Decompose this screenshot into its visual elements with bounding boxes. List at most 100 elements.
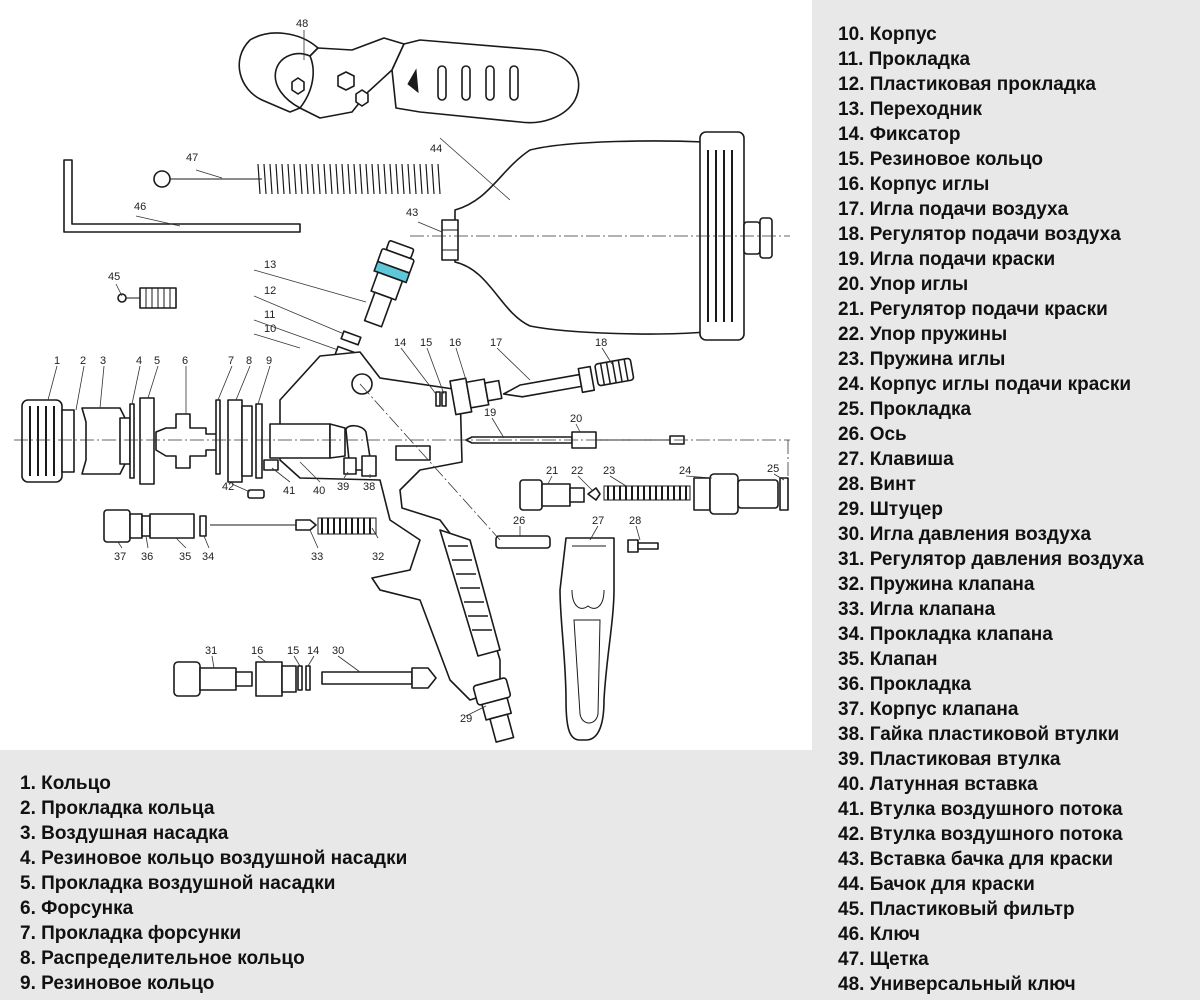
legend-item: 32. Пружина клапана [838, 574, 1035, 595]
callout-10: 10 [264, 323, 276, 335]
part-14b-retainer [305, 665, 311, 691]
callout-45: 45 [108, 271, 120, 283]
callout-17: 17 [490, 337, 502, 349]
part-26-axle [495, 535, 551, 549]
callout-15: 15 [420, 337, 432, 349]
callout-26: 26 [513, 515, 525, 527]
part-41-airflow-sleeve [263, 459, 279, 471]
callout-24: 24 [679, 465, 691, 477]
callout-47: 47 [186, 152, 198, 164]
part-42-airflow-sleeve [247, 489, 265, 499]
callout-29: 29 [460, 713, 472, 725]
legend-item: 19. Игла подачи краски [838, 249, 1056, 270]
legend-item: 5. Прокладка воздушной насадки [20, 873, 336, 894]
legend-item: 6. Форсунка [20, 898, 134, 919]
part-18-air-regulator [594, 357, 635, 387]
legend-item: 13. Переходник [838, 99, 983, 120]
part-8-distribution-ring [227, 399, 253, 483]
part-21-paint-regulator [519, 479, 585, 511]
callout-16: 16 [449, 337, 461, 349]
callout-28: 28 [629, 515, 641, 527]
part-35-valve [149, 513, 195, 539]
legend-item: 12. Пластиковая прокладка [838, 74, 1096, 95]
callout-21: 21 [546, 465, 558, 477]
callout-27: 27 [592, 515, 604, 527]
legend-item: 2. Прокладка кольца [20, 798, 215, 819]
part-15-rubber-ring [441, 391, 447, 407]
legend-item: 33. Игла клапана [838, 599, 996, 620]
part-6-nozzle [155, 413, 219, 469]
part-1-ring [21, 399, 75, 483]
callout-20: 20 [570, 413, 582, 425]
legend-item: 39. Пластиковая втулка [838, 749, 1061, 770]
legend-item: 20. Упор иглы [838, 274, 969, 295]
part-48-universal-wrench [238, 32, 580, 124]
exploded-diagram-panel: 48 47 46 45 44 43 13 12 11 10 1 2 3 4 5 … [0, 0, 812, 750]
part-29-fitting [472, 677, 515, 743]
part-16b-needle-body [255, 661, 297, 697]
callout-22: 22 [571, 465, 583, 477]
part-45-plastic-filter [117, 287, 177, 309]
callout-34: 34 [202, 551, 214, 563]
part-32-valve-spring [317, 517, 377, 535]
callout-15-lower: 15 [287, 645, 299, 657]
legend-item: 1. Кольцо [20, 773, 111, 794]
part-47-brush [153, 163, 441, 195]
legend-item: 26. Ось [838, 424, 907, 445]
part-31-air-pressure-regulator [173, 661, 253, 697]
legend-item: 48. Универсальный ключ [838, 974, 1076, 995]
callout-8: 8 [246, 355, 252, 367]
part-24-paint-needle-body [693, 473, 779, 515]
legend-item: 29. Штуцер [838, 499, 943, 520]
legend-item: 40. Латунная вставка [838, 774, 1038, 795]
part-25-gasket [779, 477, 789, 511]
callout-39: 39 [337, 481, 349, 493]
callout-36: 36 [141, 551, 153, 563]
callout-19: 19 [484, 407, 496, 419]
callout-31: 31 [205, 645, 217, 657]
part-44-paint-cup [454, 131, 773, 341]
legend-item: 8. Распределительное кольцо [20, 948, 305, 969]
callout-32: 32 [372, 551, 384, 563]
callout-12: 12 [264, 285, 276, 297]
legend-item: 38. Гайка пластиковой втулки [838, 724, 1120, 745]
legend-item: 9. Резиновое кольцо [20, 973, 215, 994]
legend-item: 30. Игла давления воздуха [838, 524, 1092, 545]
callout-labels: 48 47 46 45 44 43 13 12 11 10 1 2 3 4 5 … [54, 18, 779, 725]
callout-14: 14 [394, 337, 406, 349]
callout-42: 42 [222, 481, 234, 493]
part-33-valve-needle [210, 519, 317, 531]
part-9-rubber-ring [255, 403, 263, 479]
legend-item: 34. Прокладка клапана [838, 624, 1053, 645]
part-27-trigger [559, 537, 615, 741]
callout-40: 40 [313, 485, 325, 497]
legend-item: 17. Игла подачи воздуха [838, 199, 1069, 220]
legend-item: 11. Прокладка [838, 49, 971, 70]
part-13-adapter [363, 240, 415, 328]
callout-23: 23 [603, 465, 615, 477]
legend-item: 35. Клапан [838, 649, 938, 670]
callout-2: 2 [80, 355, 86, 367]
callout-5: 5 [154, 355, 160, 367]
callout-14-lower: 14 [307, 645, 319, 657]
callout-18: 18 [595, 337, 607, 349]
legend-item: 4. Резиновое кольцо воздушной насадки [20, 848, 408, 869]
part-34-valve-gasket [199, 515, 207, 537]
leader-lines [47, 30, 785, 717]
part-30-air-pressure-needle [321, 667, 437, 689]
spray-gun-exploded-diagram: 48 47 46 45 44 43 13 12 11 10 1 2 3 4 5 … [14, 18, 790, 743]
callout-6: 6 [182, 355, 188, 367]
legend-item: 23. Пружина иглы [838, 349, 1006, 370]
legend-item: 16. Корпус иглы [838, 174, 990, 195]
legend-item: 27. Клавиша [838, 449, 954, 470]
callout-48: 48 [296, 18, 308, 30]
legend-item: 22. Упор пружины [838, 324, 1008, 345]
callout-16-lower: 16 [251, 645, 263, 657]
callout-25: 25 [767, 463, 779, 475]
legend-item: 42. Втулка воздушного потока [838, 824, 1123, 845]
part-28-screw [627, 539, 659, 553]
part-5-air-cap-gasket [139, 397, 155, 485]
part-17-air-needle [502, 365, 596, 398]
legend-item: 47. Щетка [838, 949, 929, 970]
part-43-cup-insert [441, 219, 459, 261]
